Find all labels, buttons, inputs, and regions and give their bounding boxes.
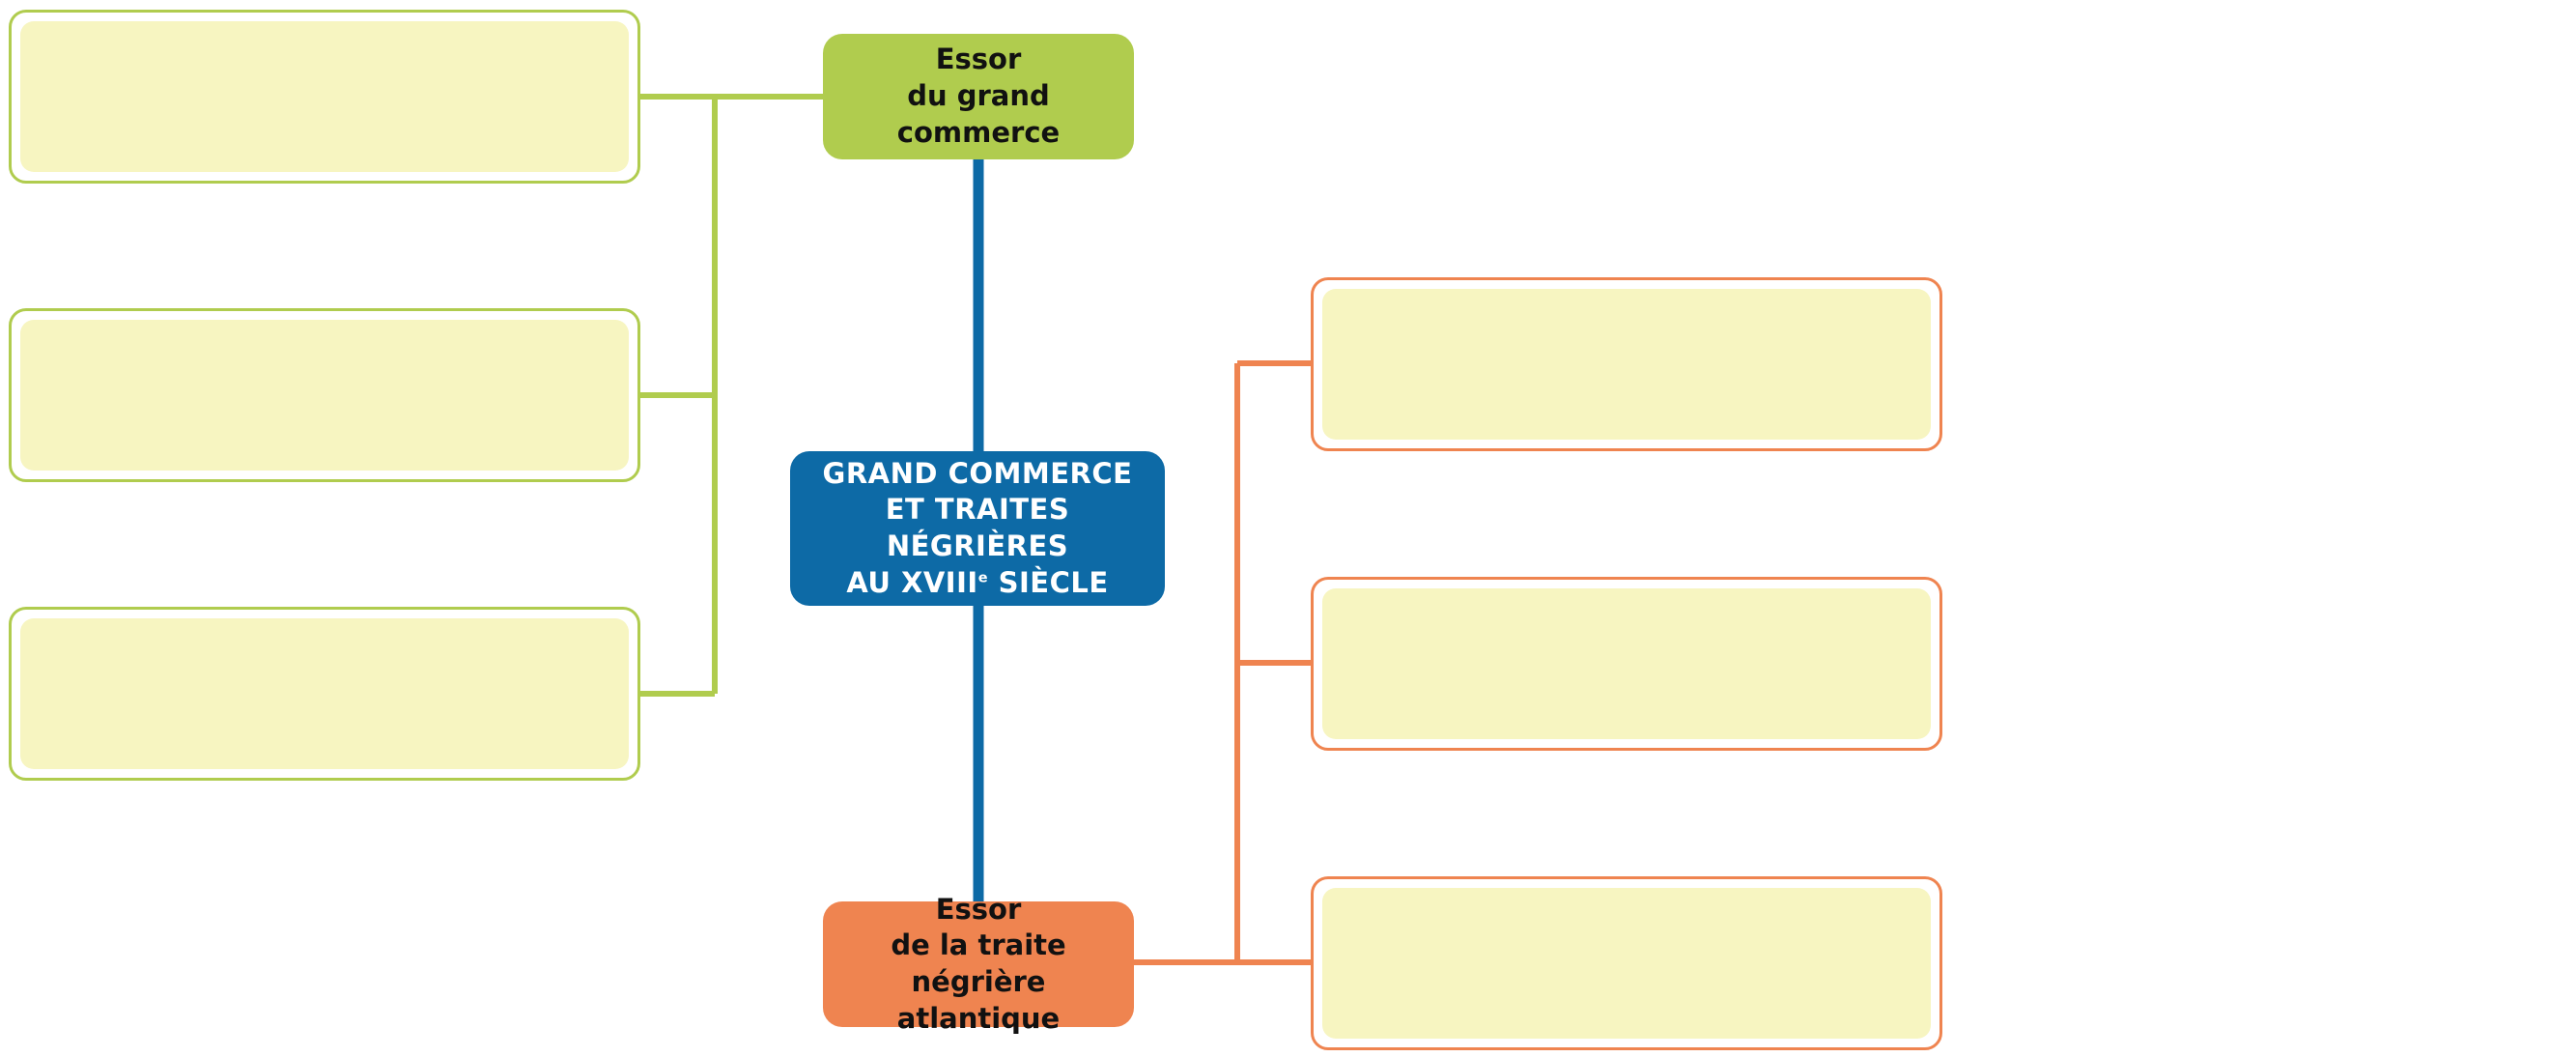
node-center-line-1: GRAND COMMERCE <box>822 456 1133 490</box>
right-answer-box-2-field[interactable] <box>1322 588 1931 739</box>
right-answer-box-3[interactable] <box>1311 876 1942 1050</box>
node-bottom-line-3: atlantique <box>896 1001 1061 1035</box>
left-answer-box-3-field[interactable] <box>20 618 629 769</box>
node-center-line-3-a: AU XVIII <box>846 565 978 599</box>
left-answer-box-2[interactable] <box>9 308 640 482</box>
node-top-line-2: du grand commerce <box>896 79 1061 149</box>
node-bottom-line-2: de la traite négrière <box>891 928 1066 998</box>
node-center-line-3-b: SIÈCLE <box>988 565 1109 599</box>
node-center-line-3: AU XVIIIe SIÈCLE <box>790 565 1165 602</box>
left-answer-box-3[interactable] <box>9 607 640 781</box>
node-top-line-1: Essor <box>935 43 1022 76</box>
node-central-title: GRAND COMMERCE ET TRAITES NÉGRIÈRES AU X… <box>790 451 1165 606</box>
right-answer-box-3-field[interactable] <box>1322 888 1931 1039</box>
node-essor-grand-commerce: Essor du grand commerce <box>823 34 1134 159</box>
node-center-line-2: ET TRAITES NÉGRIÈRES <box>885 493 1070 562</box>
left-answer-box-2-field[interactable] <box>20 320 629 471</box>
right-answer-box-1[interactable] <box>1311 277 1942 451</box>
node-essor-traite-negriere: Essor de la traite négrière atlantique <box>823 893 1134 1035</box>
node-bottom-line-1: Essor <box>935 892 1022 926</box>
node-center-line-3-sup: e <box>977 570 989 586</box>
left-answer-box-1[interactable] <box>9 10 640 184</box>
right-answer-box-2[interactable] <box>1311 577 1942 751</box>
right-answer-box-1-field[interactable] <box>1322 289 1931 440</box>
left-answer-box-1-field[interactable] <box>20 21 629 172</box>
